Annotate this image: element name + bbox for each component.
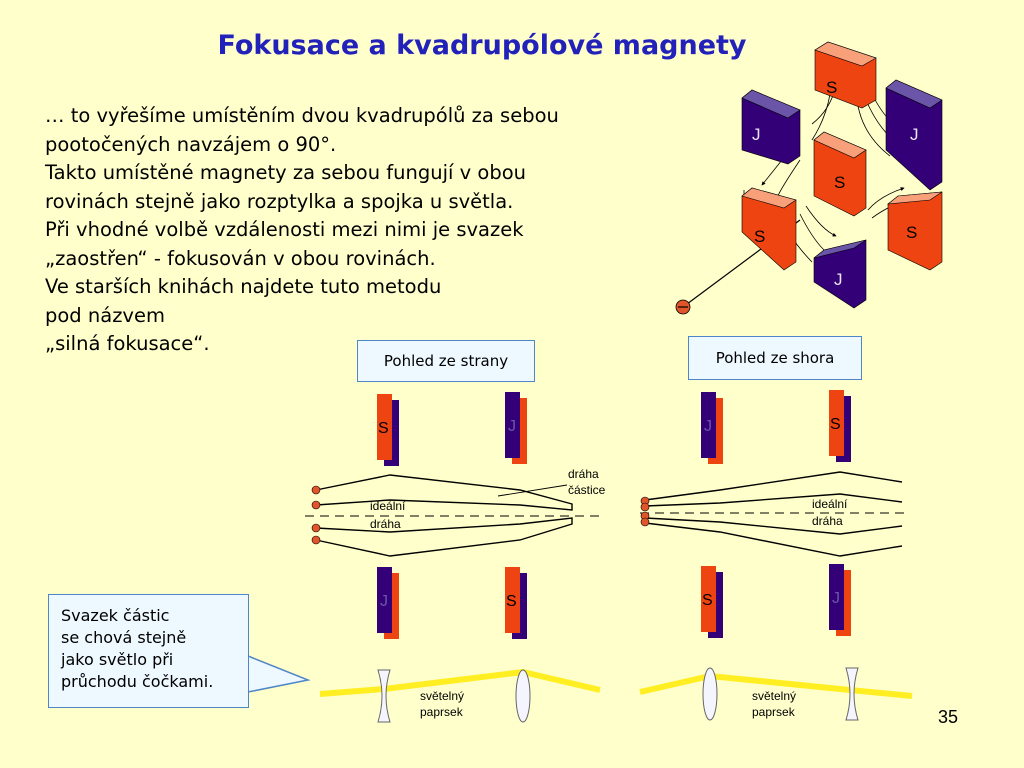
back-quadrupole: S J S — [811, 41, 943, 271]
magnet-letter: S — [834, 173, 845, 192]
top-magnet-bottom-1: S — [701, 566, 723, 638]
ideal-path-label: ideální — [370, 499, 406, 513]
magnet-letter: J — [380, 593, 388, 610]
magnet-letter: S — [702, 592, 713, 609]
magnet-letter: J — [910, 125, 919, 144]
callout-line: průchodu čočkami. — [61, 672, 214, 691]
particle-dot — [311, 535, 321, 545]
body-line: pod názvem — [45, 303, 165, 327]
ray-label: paprsek — [420, 705, 464, 719]
body-line: „zaostřen“ - fokusován v obou rovinách. — [45, 246, 436, 270]
page-number: 35 — [938, 707, 959, 727]
side-magnet-top-2: J — [505, 392, 527, 464]
magnet-letter: J — [752, 125, 761, 144]
slide-title: Fokusace a kvadrupólové magnety — [0, 30, 1024, 61]
magnet-letter: S — [826, 78, 837, 97]
slide-title-text: Fokusace a kvadrupólové magnety — [217, 30, 747, 61]
top-magnet-bottom-2: J — [829, 564, 851, 636]
magnet-letter: S — [378, 420, 389, 437]
callout-line: Svazek částic — [61, 606, 170, 625]
body-line: Takto umístěné magnety za sebou fungují … — [45, 161, 526, 184]
magnet-letter: S — [906, 223, 917, 242]
callout-line: jako světlo při — [61, 650, 174, 669]
ideal-path-label: dráha — [812, 514, 843, 528]
body-line: Ve starších knihách najdete tuto metodu — [45, 275, 442, 298]
light-ray — [639, 672, 913, 699]
magnet-letter: S — [506, 593, 517, 610]
body-line: „silná fokusace“. — [45, 332, 210, 355]
magnet-letter: S — [754, 227, 765, 246]
path-label: částice — [568, 483, 606, 497]
side-magnet-bottom-1: J — [377, 567, 399, 639]
ray-label: paprsek — [752, 705, 796, 719]
callout-box: Svazek částic se chová stejně jako světl… — [48, 594, 249, 708]
top-view-diagram: J S S J ideální dráha světelný paprsek — [639, 390, 913, 721]
callout-pointer — [246, 654, 311, 693]
body-line: rovinách stejně jako rozptylka a spojka … — [45, 189, 514, 213]
magnet-letter: J — [834, 270, 843, 289]
front-quadrupole: J S S J — [741, 89, 867, 309]
body-text: … to vyřešíme umístěním dvou kvadrupólů … — [45, 102, 559, 359]
magnet-letter: S — [830, 416, 841, 433]
ideal-path-label: dráha — [370, 517, 401, 531]
side-trajectories — [315, 474, 573, 557]
diverging-lens — [845, 667, 859, 721]
side-magnet-top-1: S — [377, 394, 399, 466]
quadrupole-3d-diagram: S J S J S S J — [675, 41, 943, 315]
particle-dot — [311, 500, 321, 510]
ray-label: světelný — [420, 689, 464, 703]
body-line: Při vhodné volbě vzdálenosti mezi nimi j… — [45, 218, 524, 241]
side-magnet-bottom-2: S — [505, 567, 527, 639]
callout-line: se chová stejně — [61, 628, 187, 647]
top-magnet-top-2: S — [829, 390, 851, 462]
particle-dot — [640, 502, 650, 512]
light-ray — [319, 668, 601, 697]
top-magnet-top-1: J — [701, 392, 723, 464]
converging-lens — [702, 667, 718, 721]
ray-label: světelný — [752, 689, 796, 703]
magnet-letter: J — [508, 418, 516, 435]
body-line: … to vyřešíme umístěním dvou kvadrupólů … — [45, 104, 559, 127]
magnet-letter: J — [832, 590, 840, 607]
particle-dot — [311, 485, 321, 495]
top-view-label: Pohled ze shora — [688, 336, 862, 380]
side-view-label: Pohled ze strany — [357, 340, 535, 382]
top-trajectories — [644, 471, 903, 557]
diverging-lens — [377, 669, 391, 723]
converging-lens — [515, 669, 531, 723]
path-label: dráha — [568, 467, 599, 481]
body-line: pootočených navzájem o 90°. — [45, 132, 337, 156]
ideal-path-label: ideální — [812, 497, 848, 511]
side-view-diagram: S J J S dráha částice ideální dráha svět… — [305, 392, 606, 723]
particle-dot — [640, 517, 650, 527]
particle-dot — [311, 523, 321, 533]
magnet-letter: J — [704, 418, 712, 435]
